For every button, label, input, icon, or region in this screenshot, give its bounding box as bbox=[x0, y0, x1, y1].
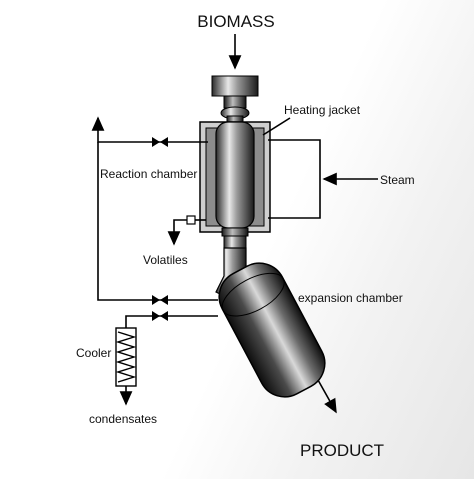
reaction-chamber bbox=[215, 121, 255, 249]
cooler bbox=[115, 327, 137, 387]
reaction-chamber-label: Reaction chamber bbox=[100, 167, 197, 181]
vapor-return-line bbox=[91, 116, 208, 147]
heating-jacket-label: Heating jacket bbox=[284, 103, 361, 117]
cooler-label: Cooler bbox=[76, 346, 111, 360]
product-outlet-arrow bbox=[317, 379, 337, 414]
recycle-line bbox=[97, 142, 218, 305]
volatiles-label: Volatiles bbox=[143, 253, 188, 267]
valve-icon bbox=[152, 295, 160, 305]
steam-loop bbox=[268, 139, 378, 219]
valve-icon bbox=[152, 311, 160, 321]
expansion-chamber-label: expansion chamber bbox=[298, 291, 403, 305]
expansion-chamber bbox=[218, 262, 326, 398]
valve-icon bbox=[152, 137, 160, 147]
steam-label: Steam bbox=[380, 173, 415, 187]
heating-jacket-leader bbox=[262, 117, 291, 136]
volatiles-outlet bbox=[167, 215, 206, 246]
product-label: PRODUCT bbox=[300, 441, 384, 460]
condensates-label: condensates bbox=[89, 412, 157, 426]
biomass-label: BIOMASS bbox=[197, 12, 274, 31]
feed-hopper bbox=[211, 75, 259, 109]
cooler-feed-line bbox=[125, 311, 218, 328]
